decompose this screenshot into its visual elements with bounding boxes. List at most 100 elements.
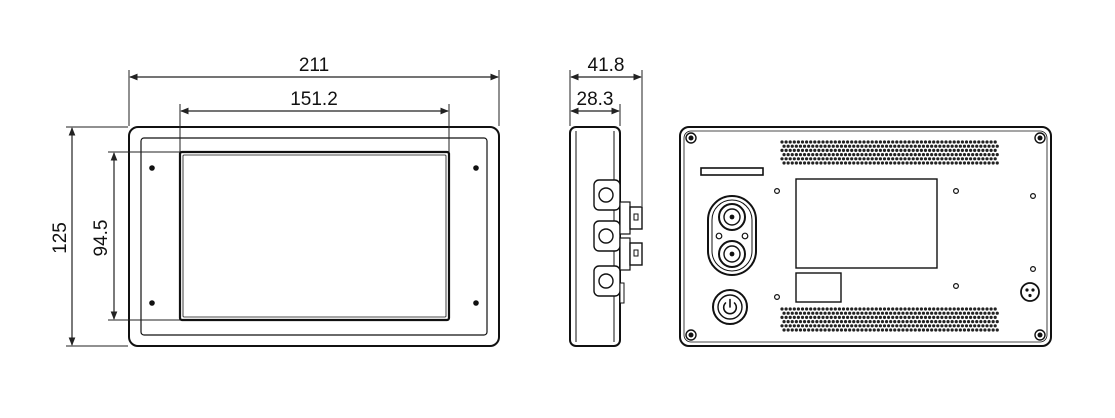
vent-hole: [837, 315, 842, 319]
vent-hole: [829, 148, 833, 152]
vent-hole: [930, 311, 934, 315]
vent-hole: [782, 311, 786, 315]
vent-hole: [858, 324, 862, 328]
vent-hole: [782, 144, 786, 148]
vent-hole: [854, 324, 858, 328]
vent-hole: [897, 153, 901, 157]
vent-hole: [930, 320, 934, 324]
vent-hole: [915, 148, 919, 152]
vent-hole: [784, 148, 788, 152]
vent-hole: [958, 153, 962, 157]
vent-hole: [915, 307, 919, 311]
vent-hole: [856, 328, 860, 332]
vent-hole: [866, 324, 870, 328]
vent-hole: [938, 320, 942, 324]
vent-hole: [936, 307, 940, 311]
vent-hole: [934, 144, 938, 148]
vent-hole: [891, 148, 895, 152]
vent-hole: [862, 157, 866, 161]
vent-hole: [960, 324, 965, 328]
vent-hole: [903, 307, 907, 311]
vent-hole: [973, 307, 977, 311]
vent-hole: [995, 144, 999, 148]
vent-hole: [856, 144, 860, 148]
vent-hole: [917, 144, 921, 148]
vent-hole: [893, 311, 897, 315]
vent-hole: [813, 140, 817, 144]
vent-hole: [901, 153, 905, 157]
vent-hole: [802, 328, 807, 332]
vent-hole: [807, 328, 811, 332]
vent-hole: [889, 144, 893, 148]
vent-hole: [805, 148, 809, 152]
vent-hole: [891, 315, 895, 319]
vent-hole: [950, 161, 954, 165]
vent-hole: [805, 140, 809, 144]
vent-hole: [884, 161, 889, 165]
vent-hole: [944, 157, 948, 161]
vent-hole: [817, 157, 821, 161]
vent-hole: [833, 140, 837, 144]
vent-hole: [841, 307, 846, 311]
vent-hole: [964, 157, 969, 161]
vent-hole: [897, 144, 901, 148]
vent-hole: [901, 328, 905, 332]
vent-hole: [993, 315, 997, 319]
vent-hole: [973, 140, 977, 144]
vent-hole: [798, 320, 803, 324]
vent-hole: [987, 161, 991, 165]
vent-hole: [983, 153, 987, 157]
vent-hole: [823, 328, 827, 332]
vent-hole: [780, 307, 784, 311]
vent-hole: [954, 161, 958, 165]
vent-hole: [788, 148, 792, 152]
vent-hole: [969, 148, 973, 152]
vent-hole: [862, 148, 866, 152]
vent-hole: [805, 307, 809, 311]
vent-hole: [821, 148, 825, 152]
vent-hole: [852, 311, 856, 315]
vent-hole: [989, 157, 993, 161]
vent-hole: [880, 320, 885, 324]
bnc-connectors: [707, 195, 757, 276]
vent-hole: [960, 148, 965, 152]
vent-hole: [811, 153, 815, 157]
vent-hole: [983, 311, 987, 315]
vent-hole: [983, 328, 987, 332]
vent-hole: [782, 328, 786, 332]
vent-hole: [921, 320, 926, 324]
vent-hole: [850, 157, 854, 161]
vent-hole: [911, 157, 915, 161]
vent-hole: [932, 324, 936, 328]
vent-hole: [790, 153, 794, 157]
vent-hole: [882, 140, 887, 144]
vent-hole: [895, 315, 899, 319]
vent-hole: [936, 157, 940, 161]
vent-hole: [876, 144, 880, 148]
vent-grille-bottom: [780, 307, 999, 332]
vent-hole: [971, 153, 975, 157]
vent-hole: [895, 148, 899, 152]
vent-hole: [848, 328, 852, 332]
vent-hole: [798, 328, 803, 332]
vent-hole: [979, 153, 983, 157]
vent-hole: [887, 157, 891, 161]
vent-hole: [790, 311, 794, 315]
vent-hole: [809, 307, 813, 311]
vent-hole: [917, 311, 921, 315]
vent-hole: [973, 157, 977, 161]
vent-hole: [989, 148, 993, 152]
vent-hole: [909, 328, 913, 332]
vent-hole: [788, 157, 792, 161]
vent-hole: [942, 328, 946, 332]
vent-hole: [819, 320, 823, 324]
vent-hole: [835, 153, 839, 157]
vent-hole: [991, 153, 995, 157]
vent-hole: [874, 324, 878, 328]
vent-hole: [911, 307, 915, 311]
vent-hole: [909, 144, 913, 148]
vent-hole: [928, 148, 932, 152]
label-plate: [795, 272, 842, 303]
vent-hole: [987, 328, 991, 332]
power-button[interactable]: [712, 289, 748, 325]
